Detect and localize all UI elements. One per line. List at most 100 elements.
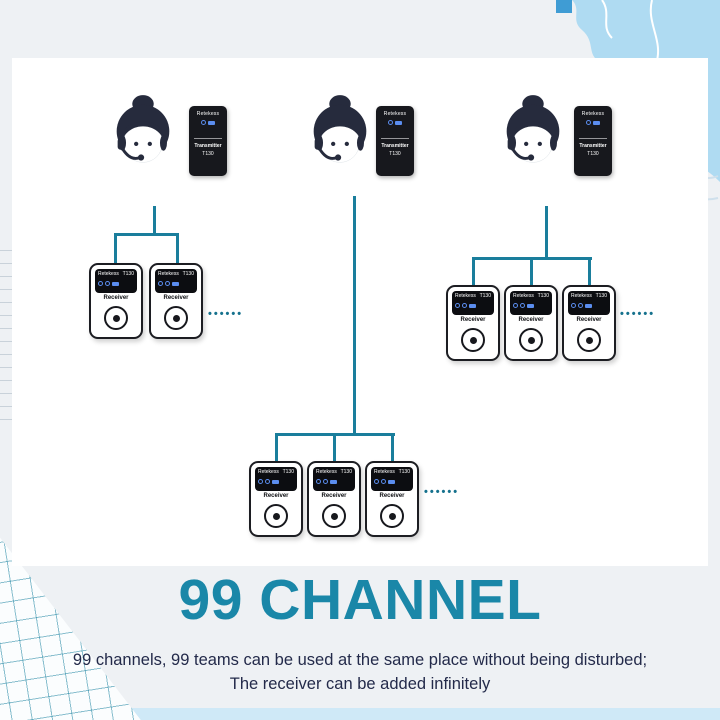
- page-title: 99 CHANNEL: [178, 568, 542, 632]
- receiver-brand: Retekess: [455, 293, 476, 299]
- receiver-brand: Retekess: [98, 271, 119, 277]
- more-receivers-dots: ••••••: [424, 486, 460, 498]
- receiver-screen-icons: [258, 479, 294, 484]
- battery-icon: [330, 479, 337, 484]
- search-icon: [462, 303, 467, 308]
- transmitter-device: Retekess Transmitter T130: [376, 106, 414, 176]
- signal-icon: [316, 479, 321, 484]
- dial-dot: [585, 336, 593, 344]
- battery-icon: [593, 120, 600, 125]
- receiver-screen-icons: [571, 303, 607, 308]
- receiver-brand: Retekess: [513, 293, 534, 299]
- signal-icon: [201, 120, 206, 125]
- receiver-label: Receiver: [103, 295, 129, 301]
- receiver-device: Retekess T130 Receiver: [365, 461, 419, 537]
- connector-line: [545, 206, 548, 260]
- signal-icon: [98, 281, 103, 286]
- connector-line: [114, 233, 179, 236]
- signal-icon: [455, 303, 460, 308]
- dial-dot: [527, 336, 535, 344]
- receiver-screen: Retekess T130: [510, 291, 552, 315]
- receiver-model: T130: [537, 293, 549, 299]
- transmitter-model: T130: [202, 151, 214, 157]
- search-icon: [323, 479, 328, 484]
- receiver-label: Receiver: [321, 493, 347, 499]
- receiver-dial: [380, 504, 404, 528]
- receiver-screen-icons: [374, 479, 410, 484]
- receiver-model: T130: [479, 293, 491, 299]
- search-icon: [578, 303, 583, 308]
- dial-dot: [330, 512, 338, 520]
- transmitter-screen-icons: [376, 120, 414, 125]
- description-line-1: 99 channels, 99 teams can be used at the…: [72, 651, 648, 669]
- transmitter-label: Transmitter: [381, 143, 409, 149]
- receiver-device: Retekess T130 Receiver: [504, 285, 558, 361]
- receiver-model: T130: [340, 469, 352, 475]
- receiver-brand: Retekess: [374, 469, 395, 475]
- transmitter-label: Transmitter: [579, 143, 607, 149]
- connector-line: [353, 196, 356, 436]
- dial-dot: [112, 314, 120, 322]
- transmitter-brand: Retekess: [581, 111, 605, 117]
- map-tab-decoration: [556, 0, 572, 13]
- transmitter-label: Transmitter: [194, 143, 222, 149]
- transmitter-device: Retekess Transmitter T130: [189, 106, 227, 176]
- signal-icon: [158, 281, 163, 286]
- connector-line: [176, 233, 179, 263]
- transmitter-brand: Retekess: [196, 111, 220, 117]
- receiver-dial: [104, 306, 128, 330]
- signal-icon: [374, 479, 379, 484]
- battery-icon: [208, 120, 215, 125]
- receiver-device: Retekess T130 Receiver: [149, 263, 203, 339]
- receiver-model: T130: [595, 293, 607, 299]
- signal-icon: [571, 303, 576, 308]
- battery-icon: [585, 303, 592, 308]
- transmitter-model: T130: [587, 151, 599, 157]
- receiver-model: T130: [398, 469, 410, 475]
- receiver-model: T130: [282, 469, 294, 475]
- receiver-dial: [164, 306, 188, 330]
- receiver-device: Retekess T130 Receiver: [307, 461, 361, 537]
- battery-icon: [388, 479, 395, 484]
- receiver-screen-icons: [158, 281, 194, 286]
- receiver-device: Retekess T130 Receiver: [89, 263, 143, 339]
- receiver-model: T130: [122, 271, 134, 277]
- operator-with-headset-icon: [116, 95, 170, 163]
- connector-line: [114, 233, 117, 263]
- receiver-label: Receiver: [576, 317, 602, 323]
- more-receivers-dots: ••••••: [208, 308, 244, 320]
- connector-line: [472, 257, 475, 287]
- receiver-screen: Retekess T130: [313, 467, 355, 491]
- receiver-brand: Retekess: [258, 469, 279, 475]
- receiver-label: Receiver: [379, 493, 405, 499]
- battery-icon: [395, 120, 402, 125]
- receiver-device: Retekess T130 Receiver: [562, 285, 616, 361]
- receiver-screen-icons: [513, 303, 549, 308]
- battery-icon: [272, 479, 279, 484]
- battery-icon: [112, 281, 119, 286]
- battery-icon: [527, 303, 534, 308]
- receiver-screen-icons: [316, 479, 352, 484]
- dial-dot: [272, 512, 280, 520]
- search-icon: [165, 281, 170, 286]
- receiver-screen-icons: [98, 281, 134, 286]
- transmitter-model: T130: [389, 151, 401, 157]
- receiver-brand: Retekess: [571, 293, 592, 299]
- receiver-device: Retekess T130 Receiver: [446, 285, 500, 361]
- transmitter-screen-icons: [574, 120, 612, 125]
- search-icon: [105, 281, 110, 286]
- signal-icon: [586, 120, 591, 125]
- divider: [381, 138, 409, 139]
- description-line-2: The receiver can be added infinitely: [229, 675, 491, 693]
- receiver-brand: Retekess: [316, 469, 337, 475]
- receiver-screen: Retekess T130: [371, 467, 413, 491]
- receiver-label: Receiver: [518, 317, 544, 323]
- operator-with-headset-icon: [506, 95, 560, 163]
- operator-with-headset-icon: [313, 95, 367, 163]
- transmitter-device: Retekess Transmitter T130: [574, 106, 612, 176]
- transmitter-brand: Retekess: [383, 111, 407, 117]
- connector-line: [391, 433, 394, 462]
- connector-line: [588, 257, 591, 287]
- signal-icon: [258, 479, 263, 484]
- transmitter-screen-icons: [189, 120, 227, 125]
